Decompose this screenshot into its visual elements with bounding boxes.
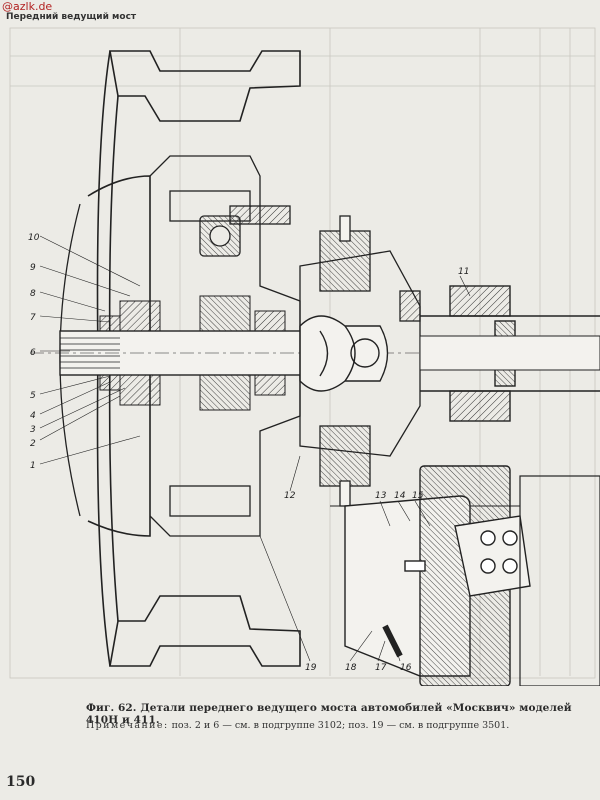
callout-16: 16 bbox=[400, 663, 412, 673]
callout-2: 2 bbox=[30, 439, 36, 449]
note-label: Примечание: bbox=[86, 720, 169, 731]
axle-shaft bbox=[30, 330, 600, 376]
cv-joint bbox=[299, 315, 389, 392]
callouts bbox=[39, 235, 471, 662]
inset-steering-arm bbox=[330, 465, 600, 686]
callout-10: 10 bbox=[28, 233, 40, 243]
page-number: 150 bbox=[6, 774, 36, 790]
callout-6: 6 bbox=[30, 348, 36, 358]
axle-housing bbox=[419, 285, 600, 422]
callout-11: 11 bbox=[458, 267, 469, 277]
callout-18: 18 bbox=[345, 663, 357, 673]
callout-3: 3 bbox=[30, 425, 36, 435]
technical-drawing: 1 2 3 4 5 6 7 8 9 10 11 12 13 14 15 16 1… bbox=[0, 26, 600, 686]
figure-caption: Фиг. 62. Детали переднего ведущего моста… bbox=[86, 702, 572, 726]
running-head: Передний ведущий мост bbox=[6, 12, 137, 22]
callout-13: 13 bbox=[375, 491, 387, 501]
note-text: поз. 2 и 6 — см. в подгруппе 3102; поз. … bbox=[168, 720, 510, 731]
bearings bbox=[99, 295, 286, 411]
figure-note: Примечание: поз. 2 и 6 — см. в подгруппе… bbox=[86, 720, 596, 731]
callout-14: 14 bbox=[394, 491, 406, 501]
callout-1: 1 bbox=[30, 461, 36, 471]
callout-4: 4 bbox=[30, 411, 36, 421]
callout-19: 19 bbox=[305, 663, 317, 673]
callout-9: 9 bbox=[30, 263, 36, 273]
callout-8: 8 bbox=[30, 289, 36, 299]
callout-15: 15 bbox=[412, 491, 424, 501]
callout-7: 7 bbox=[30, 313, 36, 323]
callout-17: 17 bbox=[375, 663, 387, 673]
callout-5: 5 bbox=[30, 391, 36, 401]
callout-12: 12 bbox=[284, 491, 296, 501]
watermark-text: @azlk.de bbox=[2, 0, 53, 13]
